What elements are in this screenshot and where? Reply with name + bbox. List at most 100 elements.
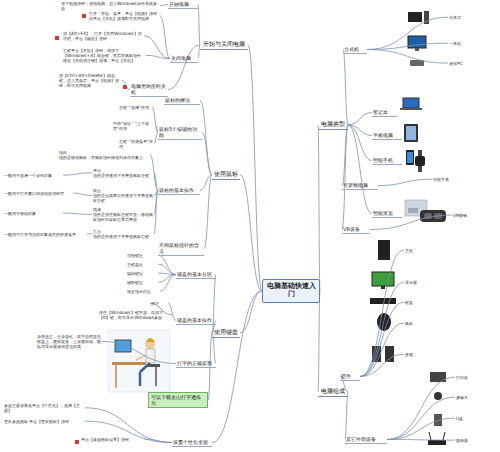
sub-topic: 笔记本 xyxy=(372,108,397,117)
branch-line xyxy=(150,155,158,191)
laptop-icon xyxy=(400,98,422,110)
node-text: 一般用于选择一个操作对象 xyxy=(4,173,62,178)
leaf-text: 一般用于移动对象 xyxy=(3,210,63,216)
tablet-icon xyxy=(404,124,418,142)
branch-line xyxy=(208,333,212,400)
branch-line xyxy=(158,255,176,274)
sub-topic: 硬件 xyxy=(340,372,360,381)
branch-line xyxy=(387,377,455,439)
leaf-text: 按下电源按钮，启动电脑，进入Windows操作系统桌面 xyxy=(60,0,160,12)
branch-line xyxy=(367,17,448,49)
node-text: 按下 xyxy=(151,301,167,306)
branch-line xyxy=(348,113,372,125)
branch-line xyxy=(387,397,455,439)
node-text: 鼠标5个按键的功能 xyxy=(159,126,201,138)
branch-line xyxy=(154,191,158,234)
leaf-text: 一体机 xyxy=(448,40,478,46)
node-text: 身体坐正，全身放松，双手自然放在键盘上，腰部挺直，上身微前倾，眼睛与显示器保持适… xyxy=(37,334,101,350)
sub-topic: 电脑无响应时关机 xyxy=(130,82,168,97)
central-topic: 电脑基础快速入门 xyxy=(262,279,320,303)
branch-line xyxy=(122,80,130,89)
leaf-text: 打开「开始」菜单，单击【电源】按钮再单击【关机】选项即可关闭电脑 xyxy=(88,10,160,22)
node-text: 硬件 xyxy=(341,373,359,379)
branch-topic: 电脑组成 xyxy=(318,387,348,397)
branch-line xyxy=(248,45,262,291)
node-text: 单击【桌面图标设置】按钮 xyxy=(81,437,143,442)
branch-topic: 使用鼠标 xyxy=(212,170,240,180)
branch-line xyxy=(102,341,176,363)
branch-line xyxy=(360,323,404,376)
typing-posture-illustration xyxy=(108,330,170,392)
branch-line xyxy=(360,250,404,376)
node-text: 按【Ctrl+Alt+Delete】组合键，进入页面后，单击【电源】按钮，即可关… xyxy=(59,73,121,89)
leaf-text: 按住【Windows】键不放，再按下【D】键，即可显示Windows桌面 xyxy=(98,309,172,321)
sub-topic: 台式机 xyxy=(343,45,367,54)
sub-topic: VR设备 xyxy=(342,225,370,234)
branch-line xyxy=(212,291,262,443)
branch-line xyxy=(160,5,168,6)
node-text: 功能键区 xyxy=(127,253,157,258)
node-text: 双击 xyxy=(93,188,153,193)
sub-topic: 智能家居 xyxy=(372,209,402,218)
printer-icon xyxy=(430,372,446,382)
branch-line xyxy=(202,133,212,175)
node-text: VR设备 xyxy=(343,226,369,232)
leaf-text: 功能键区 xyxy=(126,252,158,258)
node-text: 其它外部设备 xyxy=(346,436,386,442)
branch-line xyxy=(345,392,348,440)
node-text: 开始电脑 xyxy=(169,1,197,7)
node-text: 辅助键区 xyxy=(127,280,157,285)
sub-topic: 不同鼠标指针的含义 xyxy=(158,241,204,256)
sub-topic: 智能手机 xyxy=(372,156,402,165)
leaf-text: 中间“滚轮” “上下滚页”作用 xyxy=(112,120,156,132)
sub-topic: 可穿戴电脑 xyxy=(342,181,378,190)
node-text: 路由器 xyxy=(456,438,482,443)
leaf-text: 辅助键区 xyxy=(126,279,158,285)
branch-topic: 电脑类型 xyxy=(318,120,348,130)
leaf-text: 摄像头 xyxy=(455,394,483,400)
marker-icon xyxy=(55,36,59,40)
branch-line xyxy=(240,175,262,291)
node-text: 主机 xyxy=(405,248,425,253)
node-text: 右键单击【开始】按钮，或按下【Windows+X】组合键，然后将鼠标指针移至【关… xyxy=(63,48,145,64)
node-text: 键盘 xyxy=(405,300,425,305)
node-text: VR眼镜 xyxy=(453,213,481,218)
leaf-text: 一般用于打开窗口或启动应用程序 xyxy=(3,190,73,196)
node-text: 可以下载金山打字通练习 xyxy=(151,394,205,406)
node-text: 更改桌面图标 单击【更改图标】按钮 xyxy=(4,419,84,424)
branch-line xyxy=(367,43,448,49)
node-text: 开始与关闭电脑 xyxy=(201,41,247,48)
node-text: 右键 “快捷菜单”作用 xyxy=(119,139,153,150)
leaf-text: 状态指示灯区 xyxy=(126,288,160,294)
node-text: 编辑键区 xyxy=(127,271,157,276)
leaf-text: 单击【桌面图标设置】按钮 xyxy=(80,436,144,442)
router-icon xyxy=(428,432,446,445)
sub-topic: 关闭电脑 xyxy=(170,54,198,63)
leaf-text: 键盘 xyxy=(404,299,426,305)
branch-line xyxy=(63,173,92,175)
leaf-text: 分体式 xyxy=(448,14,478,20)
sub-topic: 鼠标的基本操作 xyxy=(158,186,200,195)
branch-line xyxy=(168,303,176,320)
node-text: 一般用于移动对象 xyxy=(4,211,62,216)
node-text: 使用键盘 xyxy=(213,329,239,336)
node-text: 打开「开始」菜单，单击【电源】按钮再单击【关机】选项即可关闭电脑 xyxy=(89,11,159,22)
leaf-text: 右键单击【开始】按钮，或按下【Windows+X】组合键，然后将鼠标指针移至【关… xyxy=(62,47,146,64)
branch-line xyxy=(387,439,455,441)
sub-topic: 键盘的基本分区 xyxy=(176,270,216,279)
leaf-text: 主键盘区 xyxy=(126,261,158,267)
node-text: 指的是连续两次快速按下并释放鼠标左键 xyxy=(93,193,153,204)
node-text: 音箱 xyxy=(405,352,425,357)
node-text: 不同鼠标指针的含义 xyxy=(159,242,203,254)
node-text: 笔记本 xyxy=(373,109,396,115)
leaf-text: 右键 “快捷菜单”作用 xyxy=(118,138,154,150)
tip-box: 可以下载金山打字通练习 xyxy=(148,392,208,408)
node-text: 设置个性化桌面 xyxy=(173,439,211,445)
sub-topic: 鼠标5个按键的功能 xyxy=(158,125,202,140)
camera-icon xyxy=(434,392,442,400)
branch-line xyxy=(198,5,200,45)
leaf-text: 按【Alt+F4】，打开【关闭Windows】对话框，单击【确定】按钮 xyxy=(62,30,144,42)
